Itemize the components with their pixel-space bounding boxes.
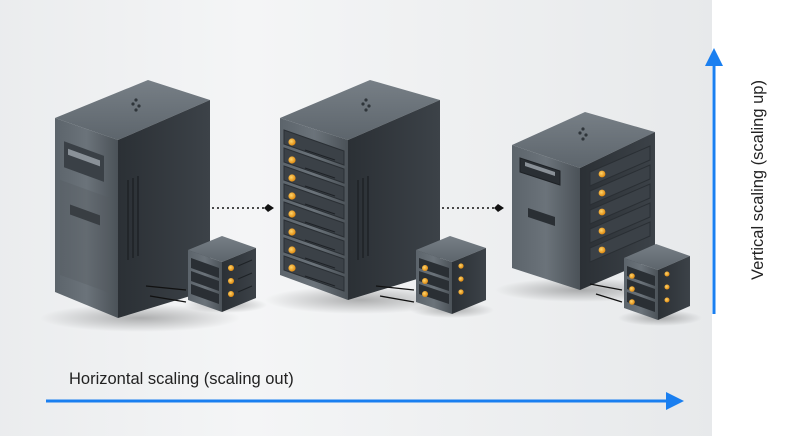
connector-2 (442, 204, 504, 212)
tower-server-3 (495, 112, 665, 302)
tower-server-1 (40, 80, 240, 332)
arrow-up-icon (705, 48, 723, 314)
small-server-3 (589, 244, 702, 326)
drive-bays (283, 129, 345, 292)
arrow-right-icon (46, 392, 684, 410)
horizontal-scaling-label: Horizontal scaling (scaling out) (69, 370, 294, 388)
small-server-1 (145, 236, 267, 313)
connector-1 (212, 204, 274, 212)
rack-server-2 (265, 80, 455, 314)
small-server-2 (375, 236, 494, 318)
vertical-scaling-label: Vertical scaling (scaling up) (749, 80, 767, 280)
